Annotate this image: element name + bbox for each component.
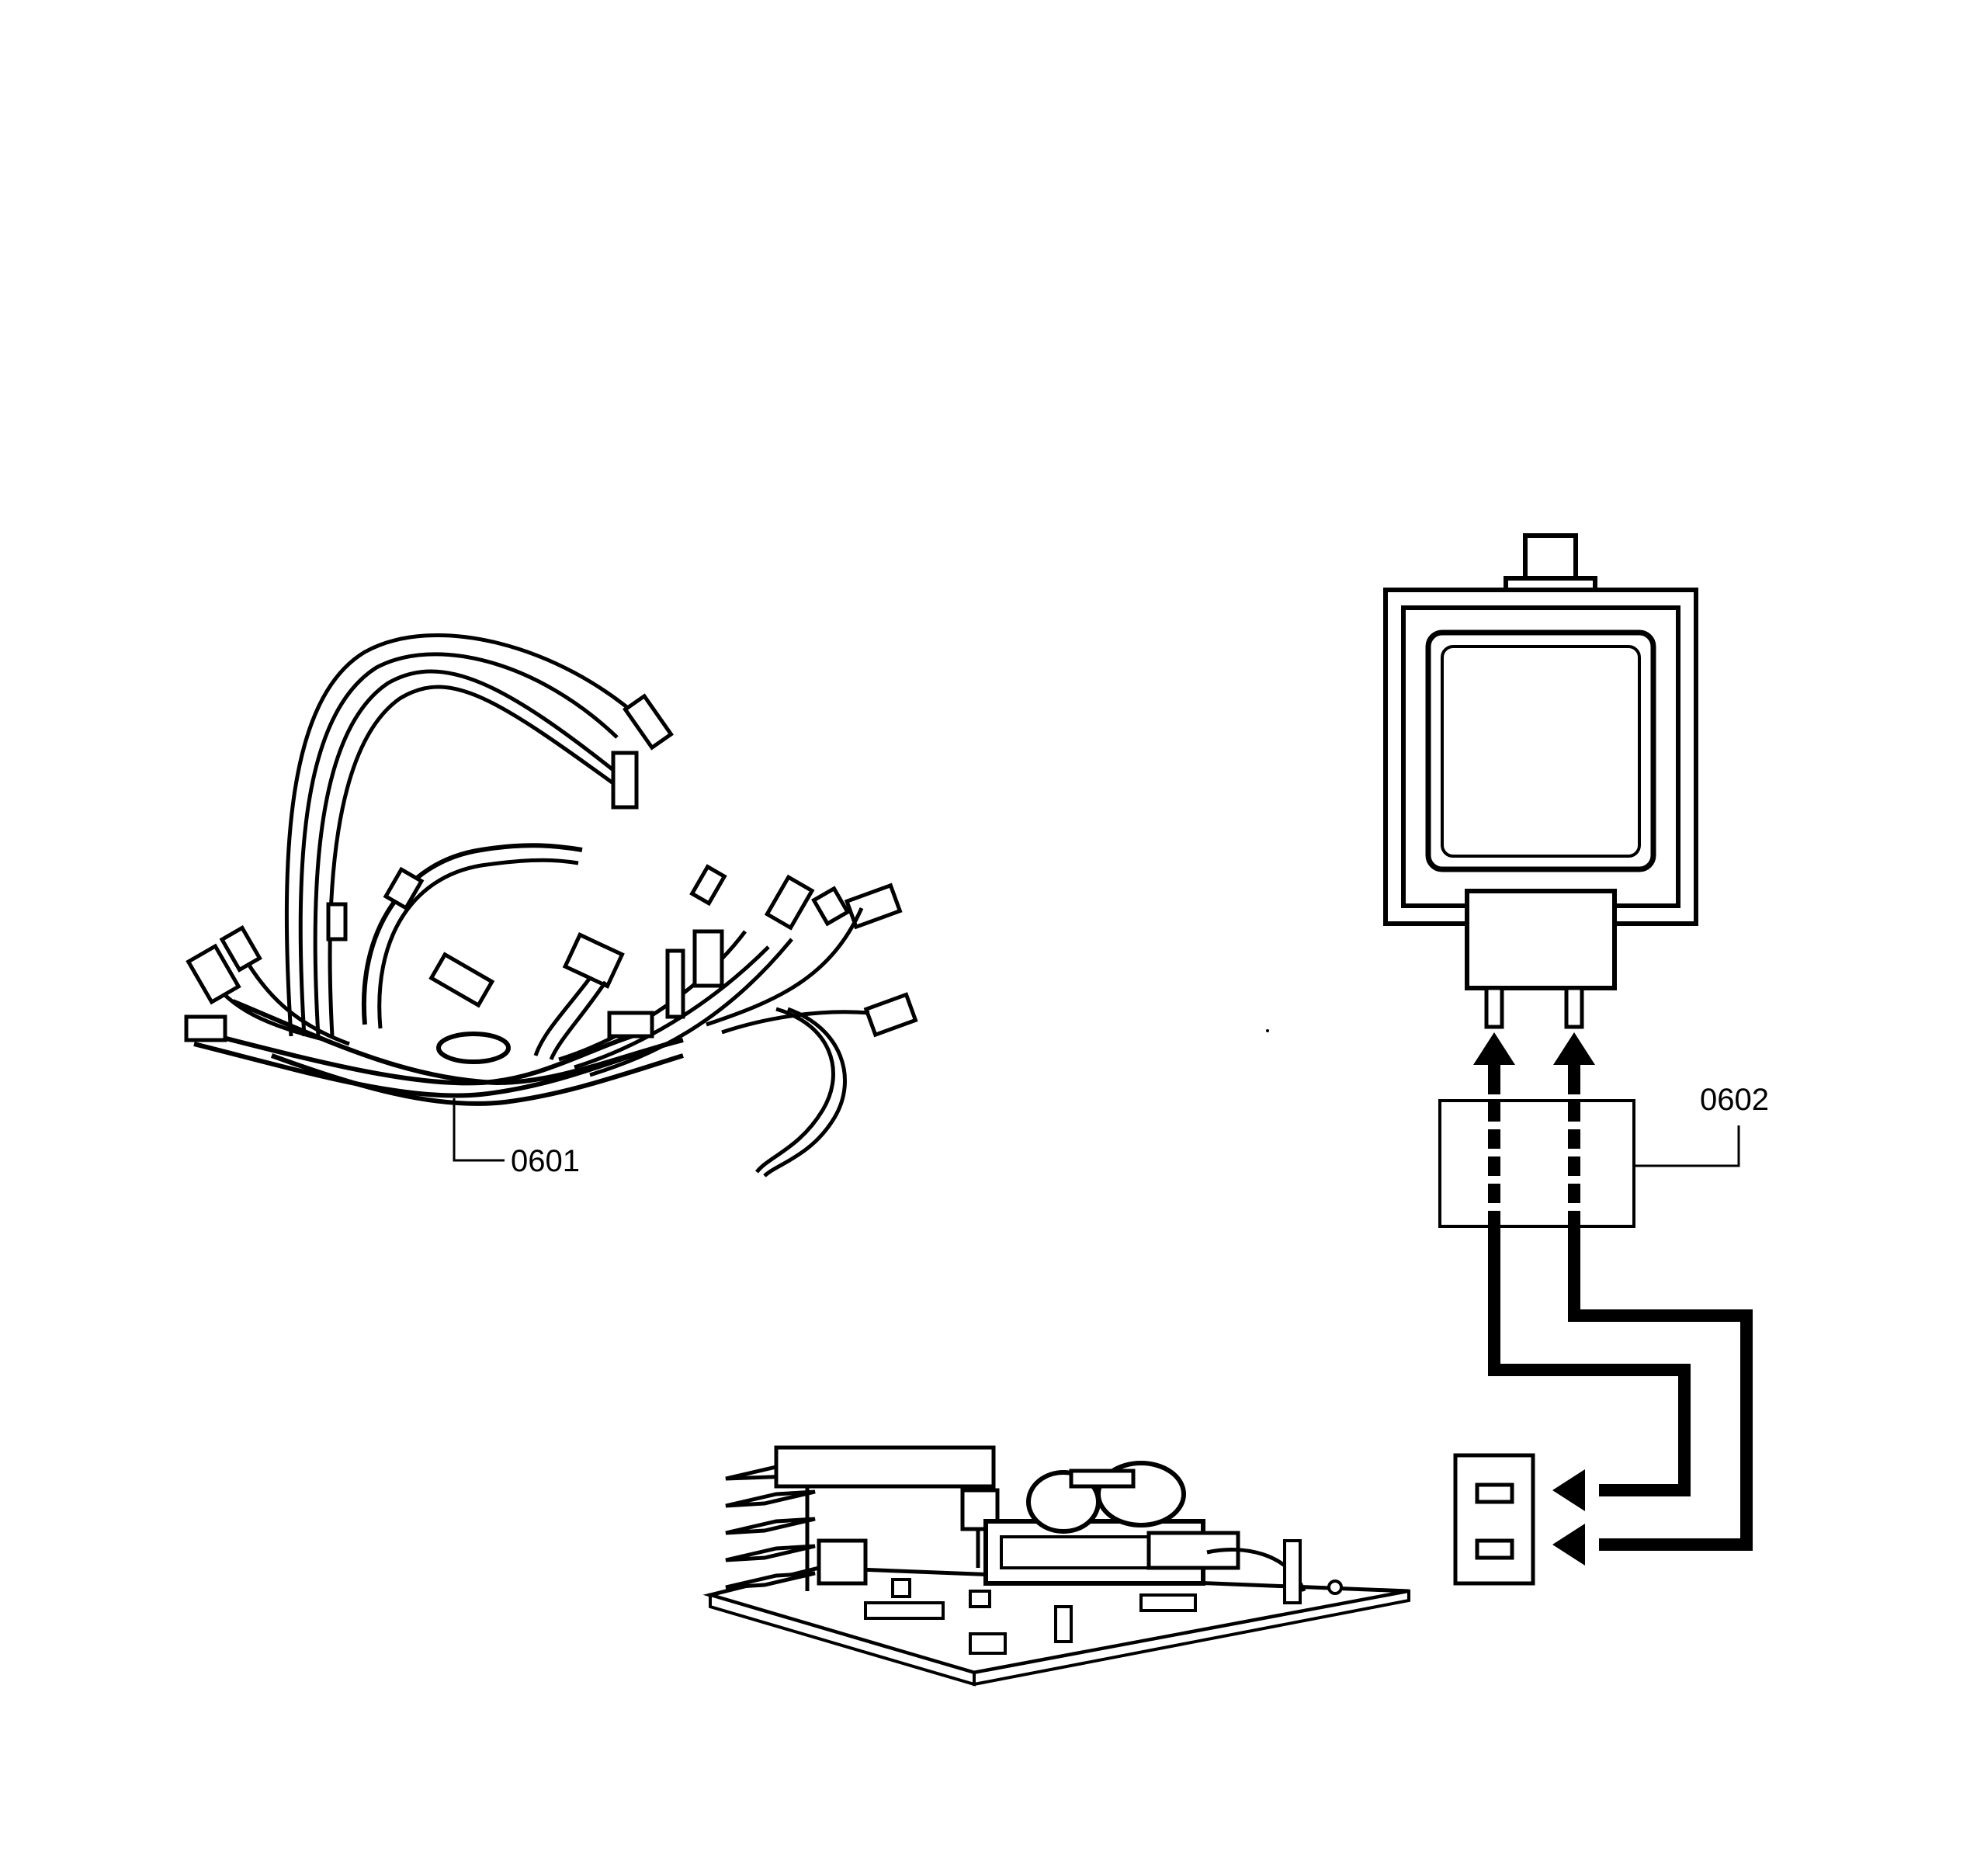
connector-right-d xyxy=(764,874,815,931)
connector-top-a xyxy=(623,693,674,751)
connector-mid-c xyxy=(428,952,495,1008)
connector-right-b xyxy=(689,864,727,907)
connector-right-h xyxy=(863,992,918,1038)
connector-mid-b xyxy=(383,866,425,911)
magnetron-connector xyxy=(1438,1099,1635,1228)
connector-mid-a xyxy=(326,902,348,941)
connector-left-a xyxy=(186,943,241,1005)
callout-0602: 0602 xyxy=(1634,1083,1769,1167)
connector-mid-d xyxy=(562,932,625,989)
wire-harness xyxy=(184,633,918,1177)
magnetron xyxy=(1383,533,1698,1029)
connector-right-g xyxy=(607,1011,654,1039)
inverter-board xyxy=(702,1445,1410,1687)
connector-left-b xyxy=(219,925,262,973)
part-number-label: 0601 xyxy=(511,1144,580,1178)
connector-right-c xyxy=(692,929,724,988)
connector-right-e xyxy=(811,886,851,927)
connector-top-b xyxy=(611,751,639,810)
connector-right-a xyxy=(665,948,685,1019)
connector-right-f xyxy=(844,883,903,930)
wiring-arrows xyxy=(1473,1032,1753,1566)
bundle-tie xyxy=(436,1032,511,1064)
connector-left-c xyxy=(184,1014,227,1042)
part-number-label: 0602 xyxy=(1700,1083,1769,1117)
callout-0601: 0601 xyxy=(453,1098,580,1178)
power-socket xyxy=(1453,1453,1535,1586)
